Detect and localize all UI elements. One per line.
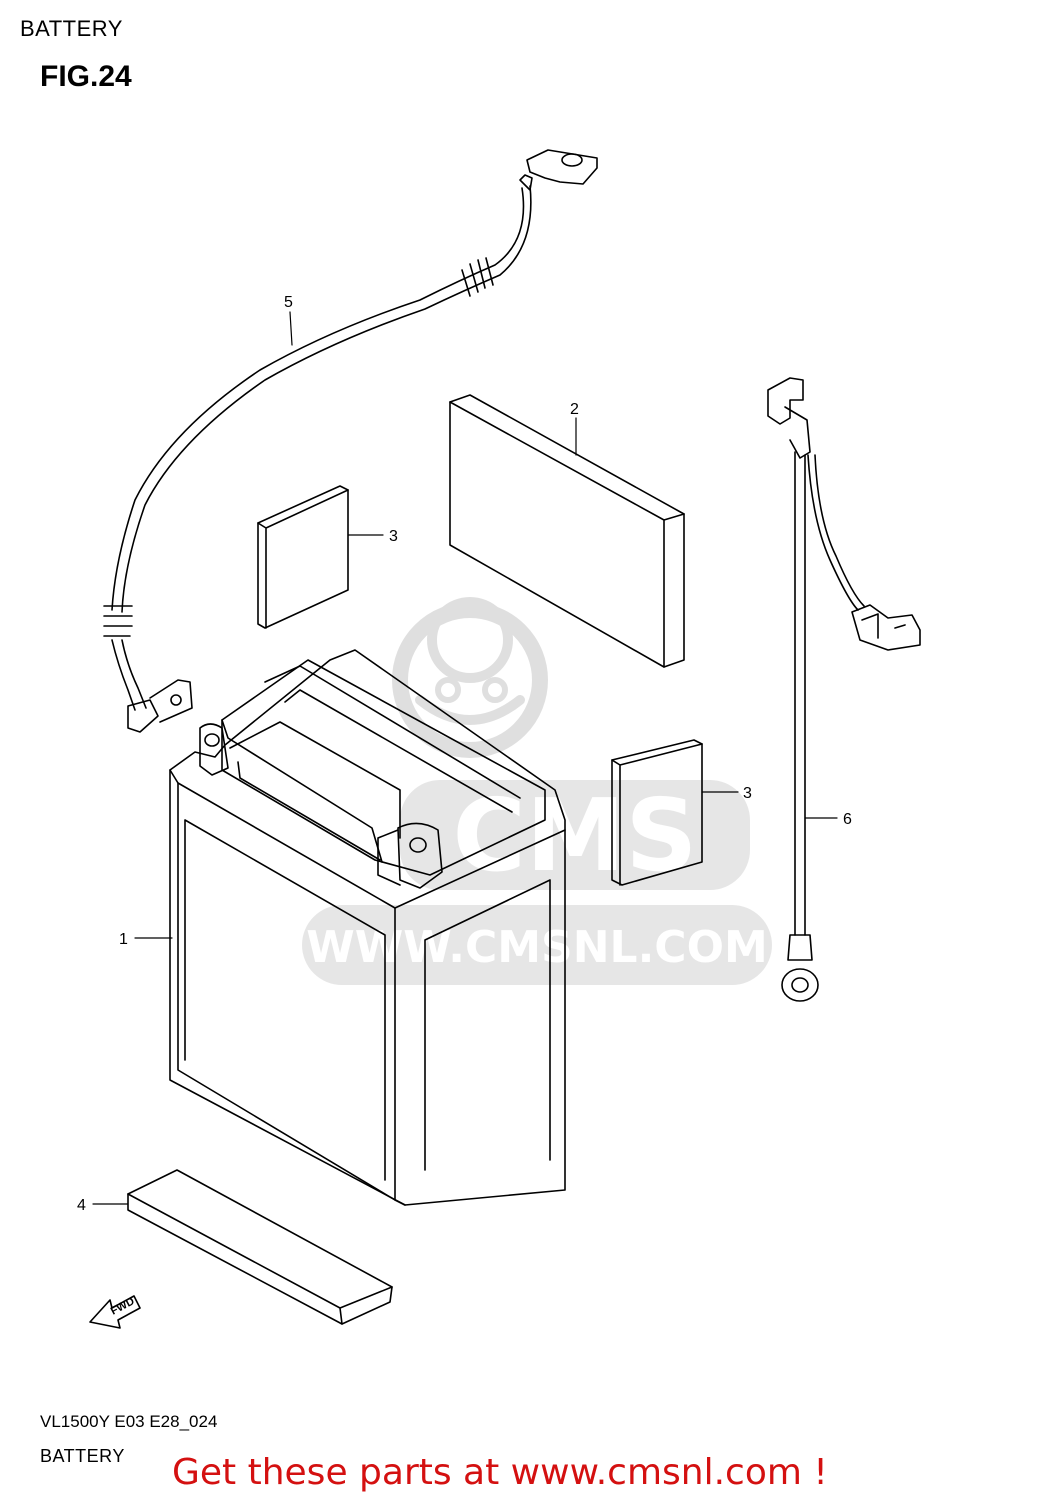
callout-1: 1 (119, 931, 128, 948)
watermark: CMS WWW.CMSNL.COM (302, 597, 772, 985)
callout-3-lower: 3 (743, 785, 752, 802)
pad-2 (449, 394, 685, 668)
small-pad-3-lower (611, 739, 703, 886)
model-code: VL1500Y E03 E28_024 (40, 1412, 218, 1431)
watermark-url-text: WWW.CMSNL.COM (306, 922, 768, 973)
caption: BATTERY (40, 1446, 125, 1466)
fwd-arrow-icon: FWD (89, 1295, 141, 1329)
fwd-label: FWD (109, 1295, 137, 1317)
battery-cable-5 (103, 149, 598, 733)
small-pad-3-upper (257, 485, 349, 629)
lead-wire-6 (767, 377, 921, 1002)
callout-4: 4 (77, 1197, 86, 1214)
sheet-4 (127, 1169, 393, 1325)
figure-label: FIG.24 (40, 60, 132, 93)
callout-6: 6 (843, 811, 852, 828)
callout-3-upper: 3 (389, 528, 398, 545)
section-title: BATTERY (20, 16, 123, 41)
watermark-logo-text: CMS (453, 777, 698, 894)
promo-link[interactable]: Get these parts at www.cmsnl.com ! (172, 1452, 828, 1493)
callout-5: 5 (284, 294, 293, 311)
callout-2: 2 (570, 401, 579, 418)
battery-1 (169, 649, 566, 1206)
